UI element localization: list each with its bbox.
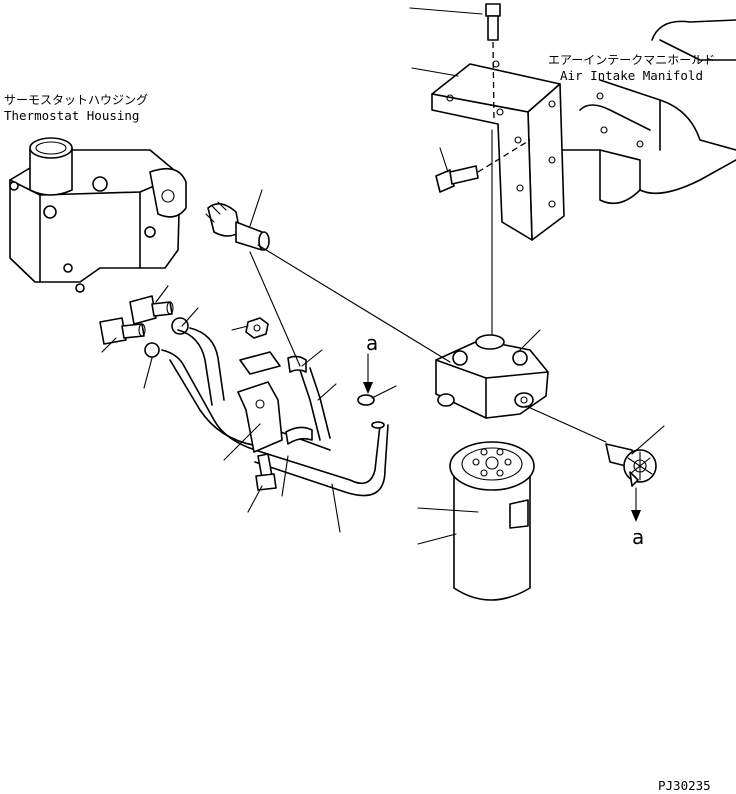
union-fitting-upper bbox=[205, 201, 270, 251]
drawing-number: PJ30235 bbox=[658, 778, 711, 793]
hose-clamp-small bbox=[287, 355, 375, 406]
bracket-side-bolt bbox=[435, 165, 479, 193]
air-intake-manifold bbox=[559, 19, 736, 205]
union-fitting-lower bbox=[605, 443, 657, 487]
connector-fitting-upper bbox=[129, 295, 174, 325]
assembly-line-side-bolt bbox=[477, 139, 531, 173]
reference-arrow-bottom bbox=[631, 487, 641, 522]
assembly-line-top-bolt bbox=[492, 41, 495, 121]
oil-filter-cartridge bbox=[449, 441, 535, 601]
thermostat-housing-label-en: Thermostat Housing bbox=[4, 108, 139, 123]
pipe-clamp-band bbox=[285, 426, 313, 445]
thermostat-housing-label-jp: サーモスタットハウジング bbox=[4, 93, 148, 107]
connector-fitting-lower bbox=[99, 317, 146, 345]
thermostat-housing bbox=[9, 137, 187, 293]
reference-arrow-top bbox=[363, 353, 373, 394]
bracket-top-bolt bbox=[485, 3, 501, 41]
coolant-pipe bbox=[161, 327, 389, 497]
pipe-bracket bbox=[237, 351, 283, 453]
leader-lines bbox=[101, 7, 665, 545]
mounting-bracket bbox=[431, 60, 565, 241]
reference-label-a-top: a bbox=[366, 331, 378, 355]
manifold-label-en: Air Intake Manifold bbox=[560, 68, 703, 83]
manifold-label-jp: エアーインテークマニホールド bbox=[548, 53, 715, 67]
bracket-bolt bbox=[255, 453, 277, 491]
filter-head bbox=[435, 334, 549, 419]
hose-clamp bbox=[144, 317, 189, 358]
nut bbox=[245, 317, 269, 339]
reference-label-a-bottom: a bbox=[632, 525, 644, 549]
